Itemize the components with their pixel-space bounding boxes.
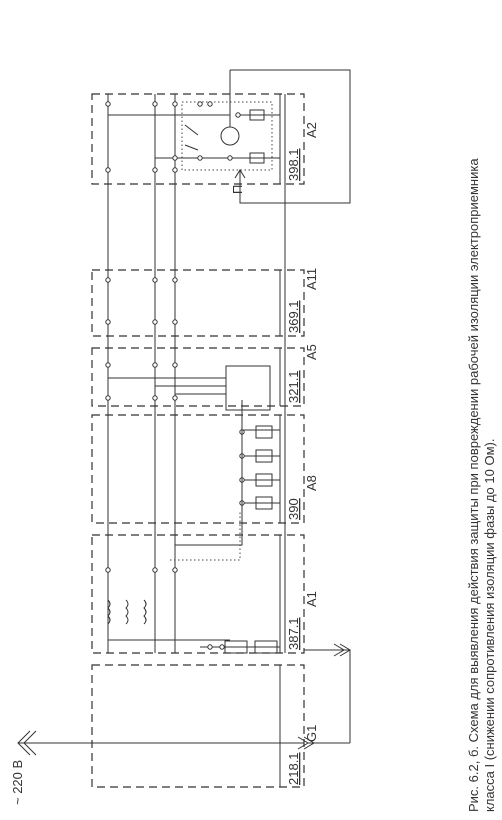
block-id-g1: G1: [304, 725, 319, 742]
wire: [230, 69, 351, 204]
block-id-a1: A1: [304, 591, 319, 607]
block-code-a11: 369.1: [286, 300, 301, 333]
block-code-a2: 398.1: [286, 148, 301, 181]
block-id-a8: A8: [304, 475, 319, 491]
connector-arrow-icon: [304, 643, 351, 743]
block-a1: [91, 534, 305, 654]
block-id-a2: A2: [304, 122, 319, 138]
block-a8: [91, 414, 305, 524]
supply-arrow-icon: [17, 730, 92, 756]
arrow-icon: [234, 169, 246, 179]
wire: [175, 400, 243, 546]
block-a11: [91, 269, 305, 337]
block-code-a1: 387.1: [286, 617, 301, 650]
block-id-a5: A5: [304, 344, 319, 360]
block-g1: [91, 664, 305, 788]
connector-arrow-icon: [297, 736, 350, 750]
block-code-a5: 321.1: [286, 370, 301, 403]
block-code-a8: 390: [286, 498, 301, 520]
block-a5: [91, 347, 305, 411]
block-a2: [91, 70, 305, 185]
pointer-label: П: [230, 185, 245, 194]
block-id-a11: A11: [304, 268, 319, 290]
block-code-g1: 218.1: [286, 752, 301, 785]
supply-label: ~ 220 В: [10, 760, 25, 805]
